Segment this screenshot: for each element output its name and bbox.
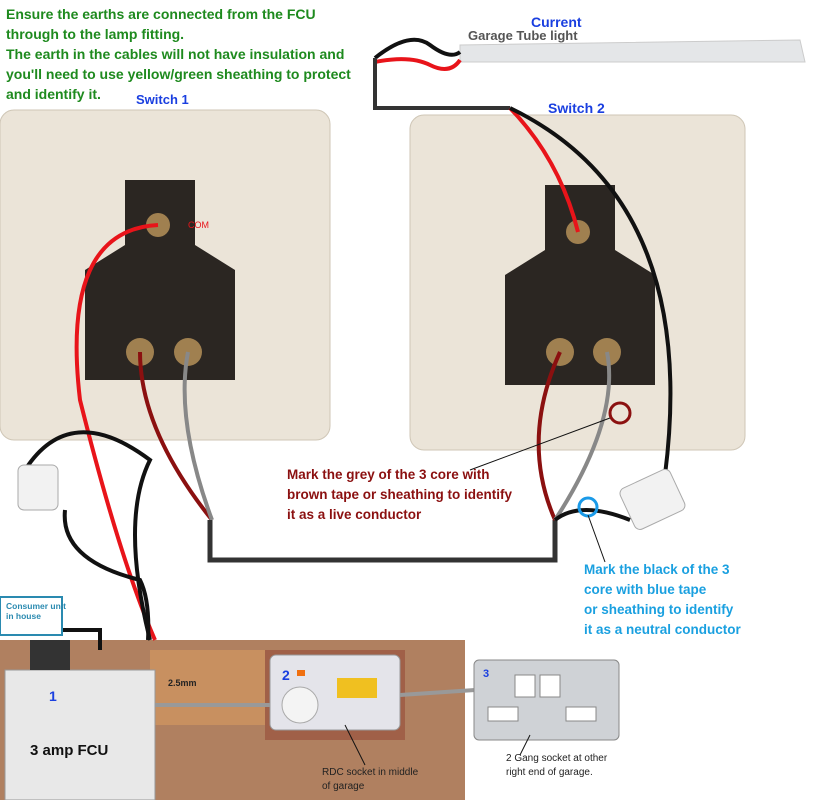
number-1: 1	[49, 688, 57, 704]
connector-block	[17, 464, 59, 511]
light-name-label: Garage Tube light	[468, 28, 578, 43]
black-note: Mark the black of the 3 core with blue t…	[584, 562, 741, 637]
cable-size-label: 2.5mm	[168, 678, 197, 688]
com-label: COM	[188, 220, 209, 230]
fcu-box	[4, 669, 156, 800]
brown-marker-ring	[608, 401, 632, 425]
rcd-caption: RDC socket in middle of garage	[322, 767, 419, 792]
fcu-label: 3 amp FCU	[30, 742, 109, 759]
switch1-mechanism	[85, 180, 235, 380]
socket-caption: 2 Gang socket at other right end of gara…	[506, 753, 608, 778]
tube-light	[459, 39, 806, 63]
switch2-mechanism	[505, 185, 655, 385]
blue-marker-ring	[577, 496, 599, 518]
consumer-unit-box	[0, 596, 63, 636]
double-socket	[473, 659, 620, 741]
switch1-label: Switch 1	[136, 92, 189, 107]
number-2: 2	[282, 667, 290, 683]
connector-block	[619, 468, 686, 530]
switch2-label: Switch 2	[548, 100, 605, 116]
number-3: 3	[483, 668, 490, 680]
earth-note: Ensure the earths are connected from the…	[6, 6, 351, 102]
light-current-label: Current	[531, 14, 582, 30]
consumer-unit-label: Consumer unit in house	[6, 601, 66, 621]
grey-note: Mark the grey of the 3 core with brown t…	[287, 467, 513, 522]
